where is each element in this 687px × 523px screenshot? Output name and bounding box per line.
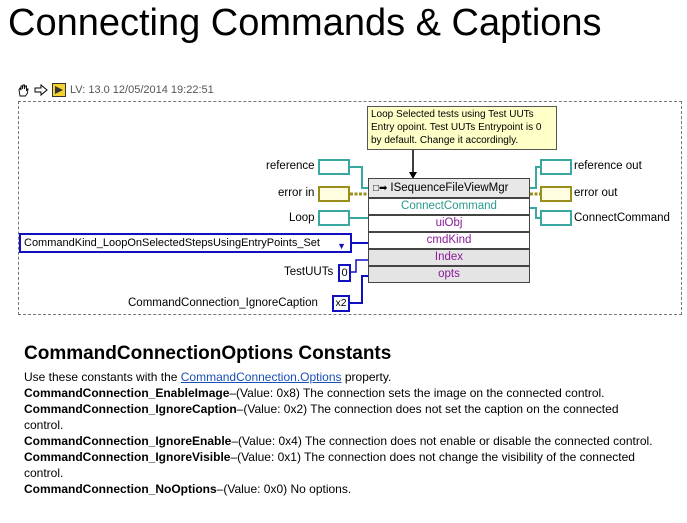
test-uuts-constant[interactable]: 0 [338,264,351,282]
hand-icon[interactable] [16,83,30,97]
labview-vi-icon [52,83,66,97]
invoke-node-class: ISequenceFileViewMgr [390,182,509,194]
reference-terminal[interactable] [318,159,350,175]
constants-description: Use these constants with the CommandConn… [24,369,654,497]
connect-command-label: ConnectCommand [574,212,670,224]
constant-item: CommandConnection_IgnoreCaption–(Value: … [24,402,619,432]
arrow-right-icon[interactable] [34,83,48,97]
error-in-label: error in [278,187,315,199]
section-heading: CommandConnectionOptions Constants [24,343,392,364]
reference-out-terminal[interactable] [540,159,572,175]
loop-terminal[interactable] [318,210,350,226]
dropdown-arrow-icon[interactable]: ▼ [337,241,346,251]
param-index[interactable]: Index [368,249,530,266]
error-out-terminal[interactable] [540,186,572,202]
constant-item: CommandConnection_IgnoreEnable–(Value: 0… [24,434,653,448]
param-cmdkind[interactable]: cmdKind [368,232,530,249]
reference-icon: □➡ [373,182,388,194]
intro-text: Use these constants with the CommandConn… [24,370,392,384]
snippet-version-label: LV: 13.0 12/05/2014 19:22:51 [70,84,214,96]
error-out-label: error out [574,187,618,199]
command-kind-value: CommandKind_LoopOnSelectedStepsUsingEntr… [24,237,320,249]
param-uiobj[interactable]: uiObj [368,215,530,232]
page-title: Connecting Commands & Captions [8,2,602,44]
invoke-method-name[interactable]: ConnectCommand [368,198,530,215]
test-uuts-label: TestUUTs [284,266,334,278]
options-property-link[interactable]: CommandConnection.Options [180,370,342,384]
block-diagram [18,101,682,315]
reference-label: reference [266,160,315,172]
error-in-terminal[interactable] [318,186,350,202]
command-kind-constant[interactable]: CommandKind_LoopOnSelectedStepsUsingEntr… [19,233,352,253]
connect-command-terminal[interactable] [540,210,572,226]
loop-label: Loop [289,212,315,224]
ignore-caption-constant[interactable]: x2 [332,295,350,312]
constant-item: CommandConnection_EnableImage–(Value: 0x… [24,386,605,400]
param-opts[interactable]: opts [368,266,530,283]
ignore-caption-label: CommandConnection_IgnoreCaption [128,297,318,309]
reference-out-label: reference out [574,160,642,172]
constant-item: CommandConnection_IgnoreVisible–(Value: … [24,450,635,480]
diagram-comment: Loop Selected tests using Test UUTs Entr… [367,106,557,150]
snippet-toolbar: LV: 13.0 12/05/2014 19:22:51 [16,80,214,100]
invoke-node-header[interactable]: □➡ ISequenceFileViewMgr [368,178,530,198]
constant-item: CommandConnection_NoOptions–(Value: 0x0)… [24,482,352,496]
